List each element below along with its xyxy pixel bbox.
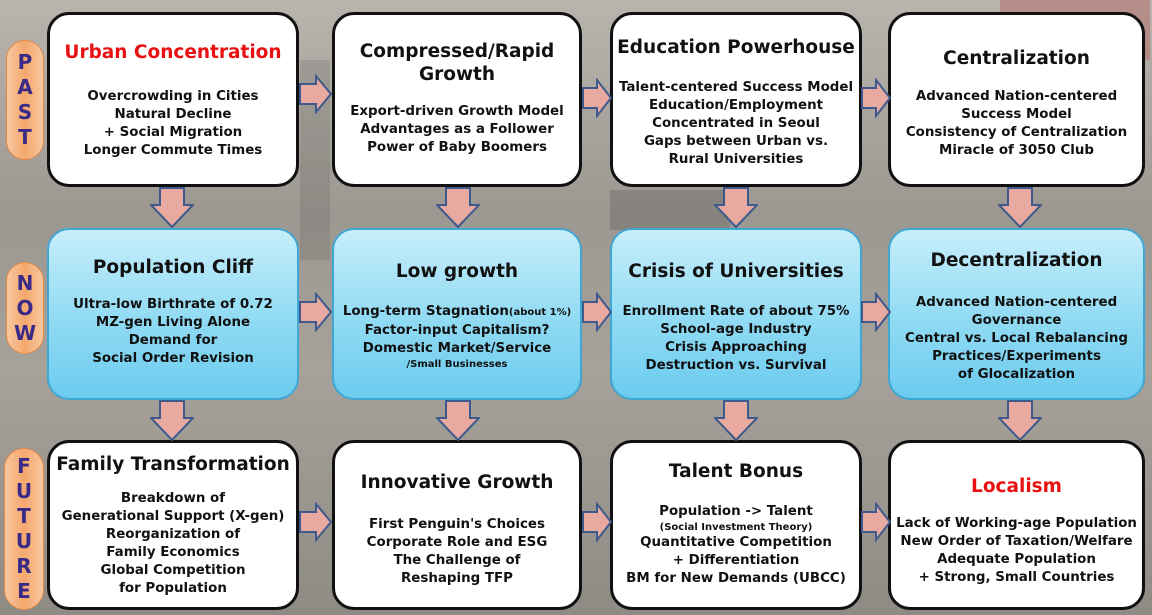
box-centralization: Centralization Advanced Nation-centered … [888,12,1145,187]
box-education-powerhouse: Education Powerhouse Talent-centered Suc… [610,12,862,187]
box-title: Urban Concentration [64,42,282,63]
row-label-past: P A S T [6,40,44,160]
box-title: Compressed/Rapid Growth [359,41,555,85]
arrow-down-icon [998,187,1042,228]
arrow-down-icon [150,400,194,441]
box-family-transformation: Family Transformation Breakdown of Gener… [47,440,299,610]
box-title: Centralization [943,48,1090,69]
box-innovative-growth: Innovative Growth First Penguin's Choice… [332,440,582,610]
box-title: Population Cliff [92,257,254,278]
box-title: Innovative Growth [360,472,554,493]
box-talent-bonus: Talent Bonus Population -> Talent (Socia… [610,440,862,610]
box-title: Family Transformation [56,454,290,475]
arrow-down-icon [714,400,758,441]
background-sign-dark [610,190,730,230]
arrow-right-icon [299,502,332,542]
arrow-down-icon [436,400,480,441]
box-title: Crisis of Universities [628,261,844,282]
arrow-right-icon [861,292,891,332]
box-title: Localism [971,476,1062,497]
row-label-future: F U T U R E [4,448,44,610]
row-label-now: N O W [6,262,44,354]
box-crisis-of-universities: Crisis of Universities Enrollment Rate o… [610,228,862,400]
arrow-right-icon [861,502,891,542]
box-title: Low growth [395,261,519,282]
arrow-right-icon [861,78,891,118]
box-low-growth: Low growth Long-term Stagnation(about 1%… [332,228,582,400]
box-title: Talent Bonus [668,461,804,482]
arrow-right-icon [299,292,332,332]
box-population-cliff: Population Cliff Ultra-low Birthrate of … [47,228,299,400]
box-compressed-rapid-growth: Compressed/Rapid Growth Export-driven Gr… [332,12,582,187]
arrow-right-icon [582,78,612,118]
arrow-down-icon [150,187,194,228]
box-title: Decentralization [930,250,1103,271]
box-title: Education Powerhouse [617,37,855,58]
arrow-down-icon [714,187,758,228]
box-decentralization: Decentralization Advanced Nation-centere… [888,228,1145,400]
arrow-right-icon [299,74,332,114]
arrow-down-icon [436,187,480,228]
arrow-down-icon [998,400,1042,441]
arrow-right-icon [582,292,612,332]
arrow-right-icon [582,502,612,542]
box-localism: Localism Lack of Working-age Population … [888,440,1145,610]
box-urban-concentration: Urban Concentration Overcrowding in Citi… [47,12,299,187]
